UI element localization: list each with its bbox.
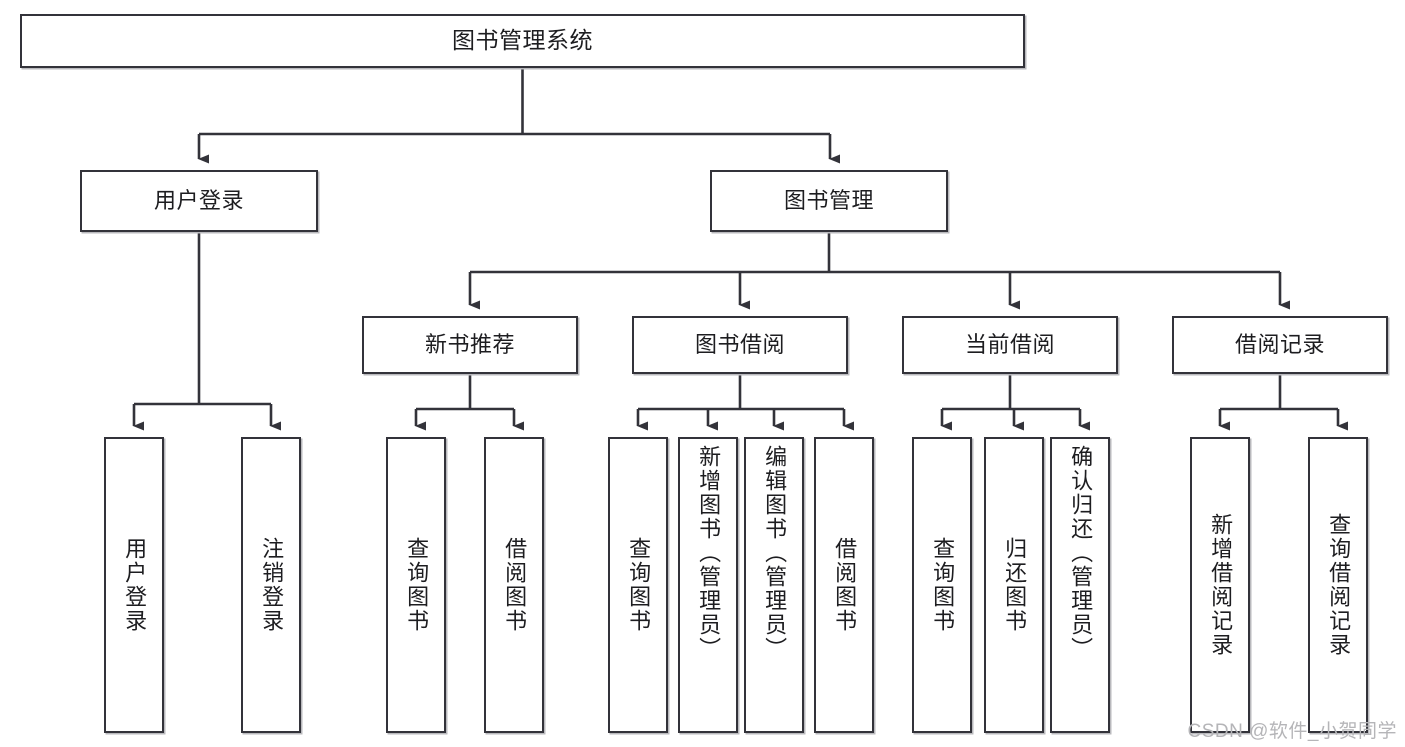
- node-leaf-borrow-book-2[interactable]: 借阅图书: [814, 437, 874, 733]
- node-leaf-return-book[interactable]: 归还图书: [984, 437, 1044, 733]
- node-label: 查询图书: [404, 537, 430, 633]
- node-label: 借阅图书: [832, 537, 858, 633]
- node-leaf-query-record[interactable]: 查询借阅记录: [1308, 437, 1368, 733]
- node-leaf-edit-book[interactable]: 编辑图书（管理员）: [744, 437, 804, 733]
- node-label: 图书管理: [783, 188, 874, 214]
- node-label: 查询图书: [930, 537, 956, 633]
- node-label: 用户登录: [153, 188, 244, 214]
- node-leaf-add-book[interactable]: 新增图书（管理员）: [678, 437, 738, 733]
- node-leaf-query-book-3[interactable]: 查询图书: [912, 437, 972, 733]
- node-label: 查询图书: [626, 537, 652, 633]
- node-book-borrow[interactable]: 图书借阅: [632, 316, 848, 374]
- node-book-manage[interactable]: 图书管理: [710, 170, 948, 232]
- node-borrow-record[interactable]: 借阅记录: [1172, 316, 1388, 374]
- node-leaf-user-login[interactable]: 用户登录: [104, 437, 164, 733]
- node-new-book-recommend[interactable]: 新书推荐: [362, 316, 578, 374]
- node-label: 借阅记录: [1234, 332, 1325, 358]
- watermark-text: CSDN @软件_小贺同学: [1187, 721, 1397, 742]
- node-leaf-borrow-book-1[interactable]: 借阅图书: [484, 437, 544, 733]
- node-label: 新书推荐: [424, 332, 515, 358]
- node-label: 新增借阅记录: [1208, 513, 1234, 657]
- node-label: 归还图书: [1002, 537, 1028, 633]
- node-leaf-add-record[interactable]: 新增借阅记录: [1190, 437, 1250, 733]
- node-user-login[interactable]: 用户登录: [80, 170, 318, 232]
- node-label: 图书管理系统: [452, 27, 593, 54]
- node-label: 确认归还（管理员）: [1068, 445, 1094, 661]
- node-label: 新增图书（管理员）: [696, 445, 722, 661]
- node-leaf-query-book-1[interactable]: 查询图书: [386, 437, 446, 733]
- node-leaf-confirm-return[interactable]: 确认归还（管理员）: [1050, 437, 1110, 733]
- node-leaf-logout[interactable]: 注销登录: [241, 437, 301, 733]
- node-label: 查询借阅记录: [1326, 513, 1352, 657]
- node-label: 编辑图书（管理员）: [762, 445, 788, 661]
- node-label: 图书借阅: [694, 332, 785, 358]
- node-label: 当前借阅: [964, 332, 1055, 358]
- node-label: 借阅图书: [502, 537, 528, 633]
- node-label: 用户登录: [122, 537, 148, 633]
- node-label: 注销登录: [259, 537, 285, 633]
- node-leaf-query-book-2[interactable]: 查询图书: [608, 437, 668, 733]
- node-root-system[interactable]: 图书管理系统: [20, 14, 1025, 68]
- node-current-borrow[interactable]: 当前借阅: [902, 316, 1118, 374]
